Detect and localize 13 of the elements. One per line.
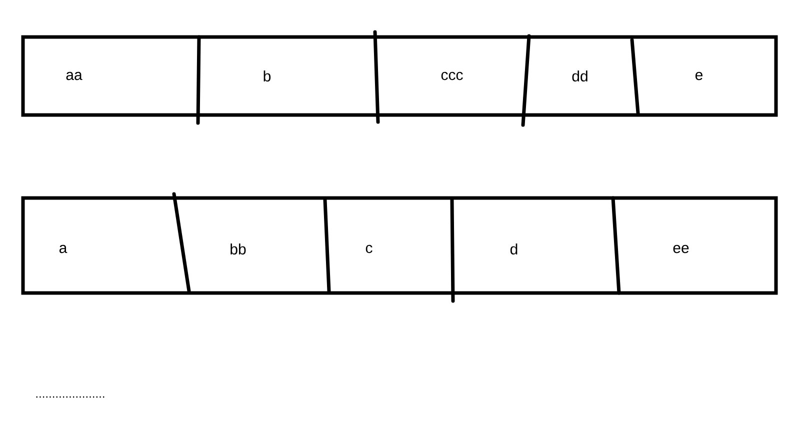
cell-label: a	[59, 244, 68, 254]
cell-label: c	[366, 244, 372, 254]
bar-outline	[21, 35, 778, 117]
bar-outline	[21, 196, 778, 295]
cell-label: ccc	[441, 72, 463, 80]
cell-label: dd	[572, 70, 588, 82]
cell-label: b	[264, 70, 271, 82]
cell-label: aa	[66, 72, 82, 80]
cell-label: d	[510, 244, 518, 254]
ellipsis-text: .....................	[36, 396, 104, 398]
cell-label: e	[695, 72, 702, 80]
cell-label: ee	[673, 244, 689, 254]
cell-label: bb	[230, 244, 246, 254]
